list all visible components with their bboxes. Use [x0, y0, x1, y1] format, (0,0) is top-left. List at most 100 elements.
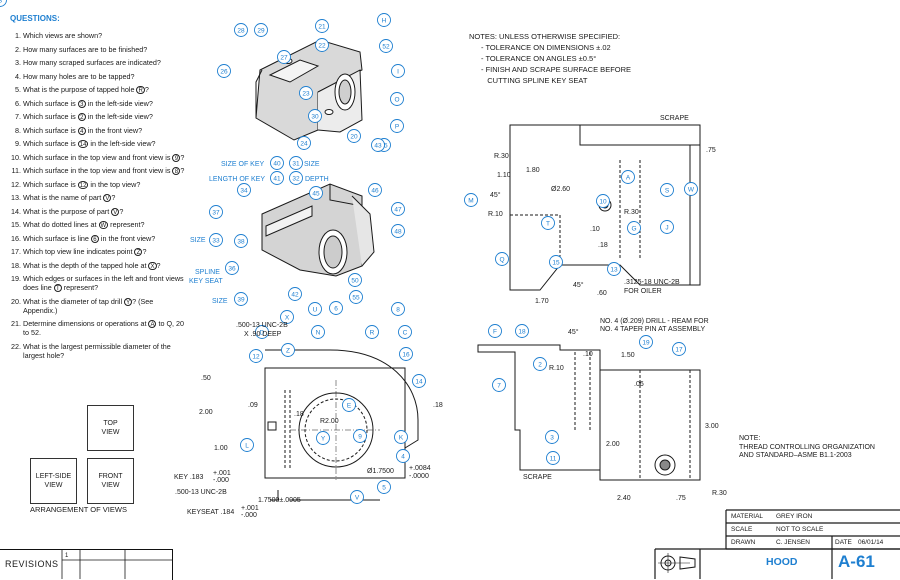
question-text: ?	[180, 152, 185, 162]
reference-bubbles: 282921H27225226I23O30P242025434031413234…	[0, 0, 698, 504]
dim-260: Ø2.60	[551, 186, 570, 193]
length-of-key-label: LENGTH OF KEY	[209, 176, 265, 183]
scale-value: NOT TO SCALE	[776, 526, 824, 533]
bubble-label: U	[313, 306, 318, 313]
dim-r10-b: R.10	[549, 365, 564, 372]
bubble-circle	[545, 430, 559, 444]
bubble-circle	[394, 430, 408, 444]
bubble-circle	[297, 136, 311, 150]
question-text: ?	[142, 247, 147, 256]
question-ref-bubble: X	[148, 261, 157, 270]
reference-bubble: J	[660, 220, 674, 234]
reference-bubble: 24	[297, 136, 311, 150]
bubble-circle	[209, 205, 223, 219]
bubble-circle	[412, 374, 426, 388]
bubble-label: R	[370, 329, 375, 336]
question-text: What is the purpose of tapped hole	[23, 85, 137, 94]
bubble-label: V	[355, 494, 360, 501]
bubble-circle	[347, 129, 361, 143]
projection-symbol-icon	[658, 553, 696, 573]
drawn-label: DRAWN	[731, 539, 756, 546]
bubble-label: M	[468, 197, 473, 204]
bubble-circle	[353, 429, 367, 443]
question-ref-bubble: 6	[90, 234, 99, 243]
scrape-label: SCRAPE	[660, 115, 689, 122]
bubble-label: Y	[321, 435, 326, 442]
bubble-label: 23	[302, 90, 310, 97]
question-text: to Q, 20 to 52.	[23, 319, 185, 337]
bubble-label: Q	[499, 256, 504, 263]
question-text: ?	[156, 260, 161, 270]
question-text: Determine dimensions or operations at	[23, 319, 149, 328]
question-item: 12.Which surface is 12 in the top view?	[9, 180, 189, 189]
bubble-label: L	[245, 442, 249, 449]
bubble-circle	[270, 156, 284, 170]
question-text: Which surface is	[23, 112, 78, 121]
reference-bubble: 40	[270, 156, 284, 170]
dim-75: .75	[706, 147, 716, 154]
question-item: 20.What is the diameter of tap drill Y? …	[9, 297, 189, 315]
question-number: 12.	[11, 179, 21, 189]
reference-bubble: 36	[225, 261, 239, 275]
bubble-label: 21	[318, 23, 326, 30]
tap2-callout: .500-13 UNC-2B	[175, 489, 227, 496]
reference-bubble: 29	[254, 23, 268, 37]
question-ref-bubble: T	[53, 284, 62, 292]
dim-18-right: .18	[433, 402, 443, 409]
bubble-label: S	[665, 187, 670, 194]
question-text: Which top view line indicates point	[23, 247, 135, 256]
question-text: in the front view?	[85, 125, 143, 135]
bubble-label: 2	[538, 361, 542, 368]
reference-bubble: 4	[396, 449, 410, 463]
bubble-circle	[350, 490, 364, 504]
keyseat-tol-plus: +.001	[241, 505, 259, 512]
bubble-label: 50	[351, 277, 359, 284]
question-number: 10.	[11, 152, 21, 162]
question-item: 19.Which edges or surfaces in the left a…	[9, 274, 189, 292]
material-label: MATERIAL	[731, 513, 764, 520]
question-text: What is the name of part	[23, 193, 104, 202]
question-ref-bubble: 3	[77, 99, 86, 108]
bubble-label: W	[688, 186, 695, 193]
bubble-label: 12	[252, 353, 260, 360]
bubble-label: 29	[257, 27, 265, 34]
reference-bubble: 45	[309, 186, 323, 200]
front-view-box: FRONT VIEW	[87, 458, 134, 504]
reference-bubble: L	[240, 438, 254, 452]
reference-bubble: 32	[289, 171, 303, 185]
question-item: 14.What is the purpose of part V?	[9, 207, 189, 216]
revisions-table	[61, 549, 172, 579]
note-item: - TOLERANCE ON DIMENSIONS ±.02	[481, 43, 611, 52]
isometric-view-bottom	[261, 183, 375, 277]
bubble-circle	[209, 233, 223, 247]
bubble-circle	[621, 170, 635, 184]
question-item: 21.Determine dimensions or operations at…	[9, 319, 189, 337]
question-number: 5.	[15, 85, 21, 94]
bubble-label: 55	[352, 294, 360, 301]
question-number: 6.	[15, 98, 21, 108]
date-value: 06/01/14	[858, 539, 884, 546]
bubble-circle	[234, 23, 248, 37]
bubble-circle	[660, 183, 674, 197]
question-number: 13.	[11, 193, 21, 202]
reference-bubble: C	[398, 325, 412, 339]
question-text: Which surface is line	[23, 233, 91, 243]
question-text: in the front view?	[98, 233, 156, 243]
bubble-label: 40	[273, 160, 281, 167]
question-number: 4.	[15, 71, 21, 81]
bubble-circle	[515, 324, 529, 338]
bubble-label: 11	[550, 455, 557, 462]
bubble-circle	[672, 342, 686, 356]
bubble-circle	[391, 302, 405, 316]
reference-bubble: 2	[533, 357, 547, 371]
key-tol-minus: -.000	[213, 477, 229, 484]
bubble-label: 48	[394, 228, 402, 235]
reference-bubble: O	[390, 92, 404, 106]
bubble-circle	[390, 119, 404, 133]
bubble-label: E	[347, 402, 352, 409]
question-text: What is the diameter of tap drill	[23, 296, 125, 306]
bubble-label: B	[0, 0, 2, 4]
dim-150: 1.50	[621, 352, 635, 359]
question-text: in the left-side view?	[88, 139, 156, 148]
question-item: 5.What is the purpose of tapped hole R?	[9, 85, 189, 94]
